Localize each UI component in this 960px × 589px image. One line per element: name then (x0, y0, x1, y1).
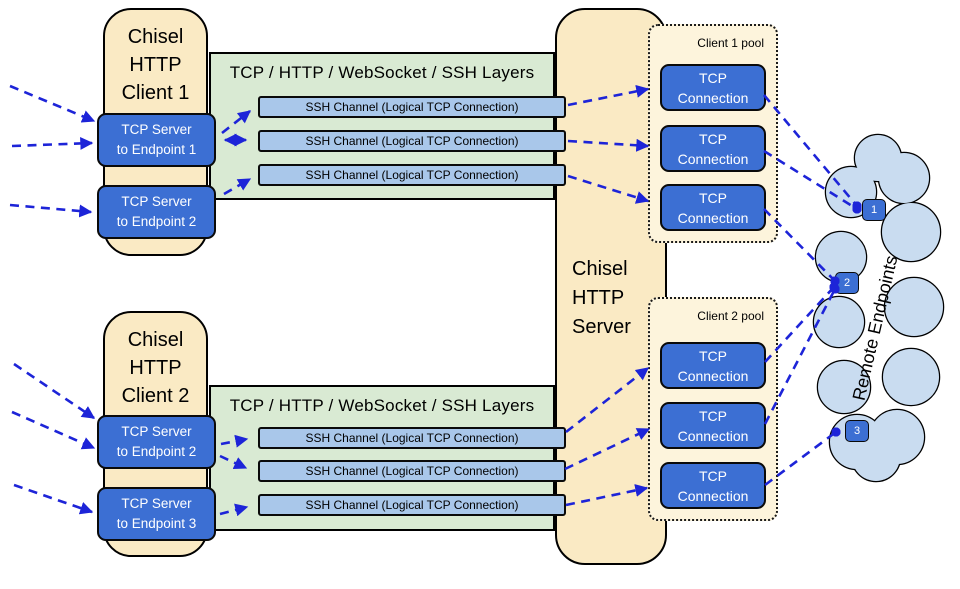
client-2-pool-label: Client 2 pool (697, 309, 764, 323)
client-1-pool: Client 1 pool TCP Connection TCP Connect… (648, 24, 778, 243)
tcp-server-to-endpoint-1-box: TCP Server to Endpoint 1 (97, 113, 216, 167)
tcp-connection-box: TCP Connection (660, 184, 766, 231)
tcp-connection-box: TCP Connection (660, 125, 766, 172)
tcp-server-to-endpoint-2-box: TCP Server to Endpoint 2 (97, 185, 216, 239)
ssh-channel-bar: SSH Channel (Logical TCP Connection) (258, 130, 566, 152)
tcp-connection-box: TCP Connection (660, 64, 766, 111)
tcp-connection-box: TCP Connection (660, 402, 766, 449)
client-2-pool: Client 2 pool TCP Connection TCP Connect… (648, 297, 778, 521)
layer-band-2-title: TCP / HTTP / WebSocket / SSH Layers (229, 396, 535, 415)
ssh-channel-bar: SSH Channel (Logical TCP Connection) (258, 96, 566, 118)
ssh-channel-bar: SSH Channel (Logical TCP Connection) (258, 427, 566, 449)
chisel-http-server-title: Chisel HTTP Server (572, 258, 631, 338)
chisel-http-client-1-title: Chisel HTTP Client 1 (121, 26, 190, 104)
tcp-server-to-endpoint-3-box: TCP Server to Endpoint 3 (97, 487, 216, 541)
ssh-channel-bar: SSH Channel (Logical TCP Connection) (258, 164, 566, 186)
tcp-server-to-endpoint-2b-box: TCP Server to Endpoint 2 (97, 415, 216, 469)
tcp-connection-box: TCP Connection (660, 342, 766, 389)
endpoint-1-badge: 1 (862, 199, 886, 221)
ssh-channel-bar: SSH Channel (Logical TCP Connection) (258, 494, 566, 516)
ssh-channel-bar: SSH Channel (Logical TCP Connection) (258, 460, 566, 482)
tcp-connection-box: TCP Connection (660, 462, 766, 509)
chisel-http-client-2-title: Chisel HTTP Client 2 (121, 329, 190, 407)
endpoint-2-badge: 2 (835, 272, 859, 294)
endpoint-3-badge: 3 (845, 420, 869, 442)
layer-band-1-title: TCP / HTTP / WebSocket / SSH Layers (229, 63, 535, 82)
client-1-pool-label: Client 1 pool (697, 36, 764, 50)
